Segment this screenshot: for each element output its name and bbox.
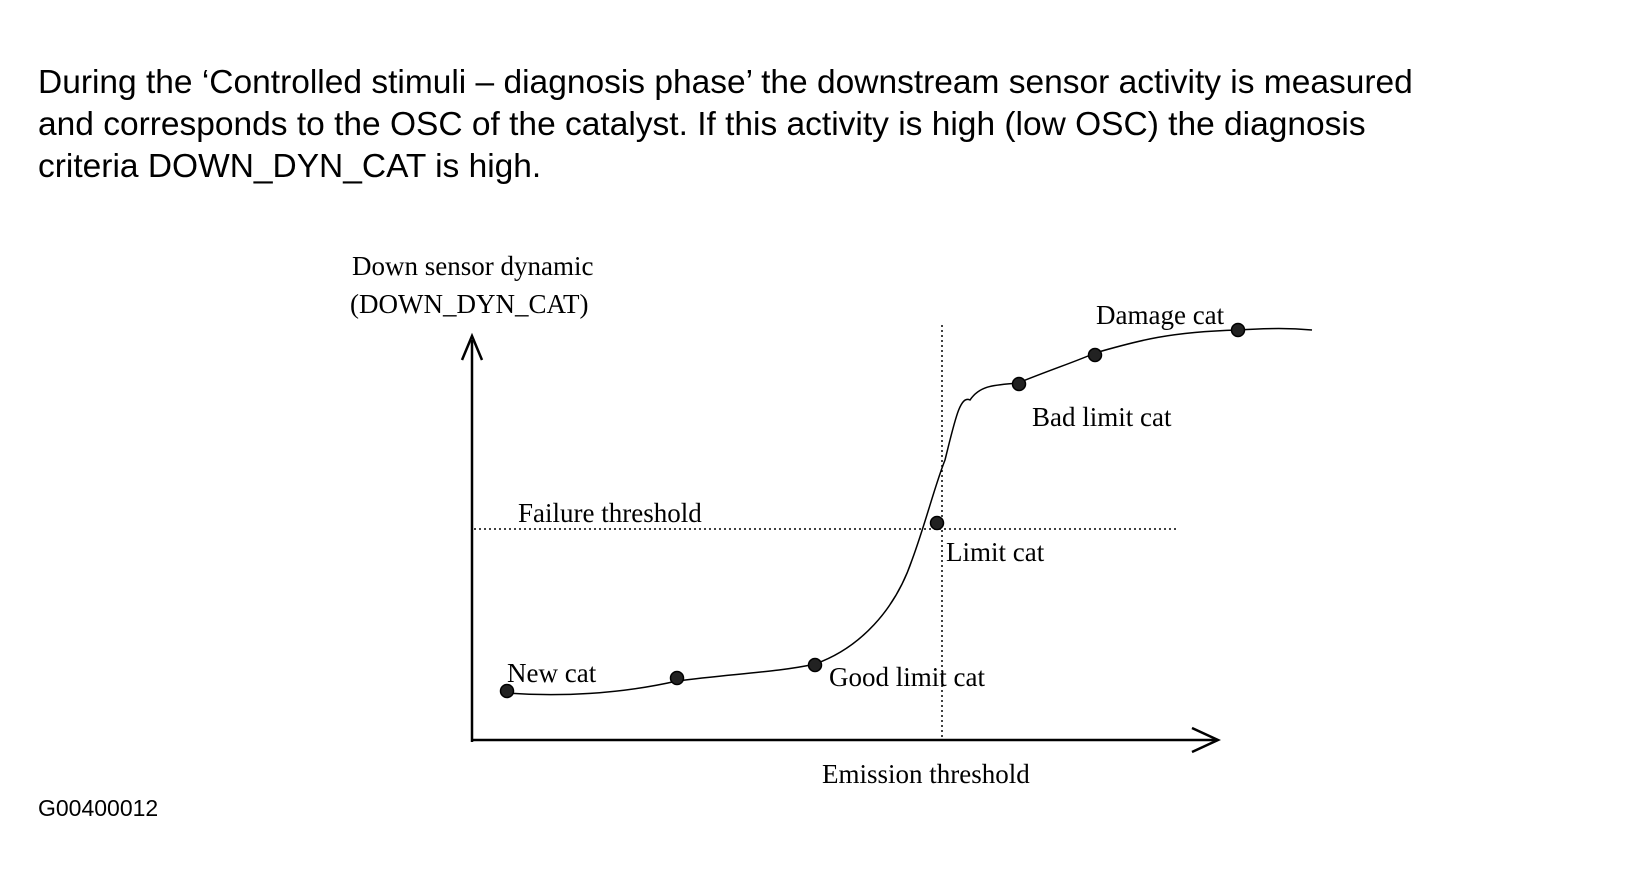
- good-limit-cat-marker: [807, 657, 823, 673]
- paragraph-line-2: and corresponds to the OSC of the cataly…: [38, 106, 1366, 143]
- y-axis-label-line-1: Down sensor dynamic: [352, 251, 593, 281]
- y-axis-arrowhead: [460, 332, 484, 361]
- paragraph-line-3: criteria DOWN_DYN_CAT is high.: [38, 148, 542, 185]
- damage-cat-label: Damage cat: [1096, 300, 1225, 330]
- y-axis-label-line-2: (DOWN_DYN_CAT): [350, 289, 588, 319]
- new-cat-label: New cat: [507, 658, 597, 688]
- curve-point-marker: [669, 670, 685, 686]
- good-limit-cat-label: Good limit cat: [829, 662, 985, 692]
- sensor-dynamic-curve: [505, 327, 1313, 696]
- x-axis-label: Emission threshold: [822, 759, 1030, 789]
- limit-cat-label: Limit cat: [946, 537, 1045, 567]
- failure-threshold-label: Failure threshold: [518, 498, 702, 528]
- damage-cat-marker: [1230, 322, 1246, 338]
- bad-limit-cat-marker: [1011, 376, 1027, 392]
- figure-id: G00400012: [38, 795, 159, 821]
- x-axis-arrowhead: [1191, 726, 1221, 754]
- curve-point-marker: [1087, 347, 1103, 363]
- bad-limit-cat-label: Bad limit cat: [1032, 402, 1172, 432]
- description-paragraph: During the ‘Controlled stimuli – diagnos…: [38, 62, 1638, 188]
- limit-cat-marker: [929, 515, 945, 531]
- new-cat-marker: [499, 683, 515, 699]
- paragraph-line-1: During the ‘Controlled stimuli – diagnos…: [38, 64, 1413, 101]
